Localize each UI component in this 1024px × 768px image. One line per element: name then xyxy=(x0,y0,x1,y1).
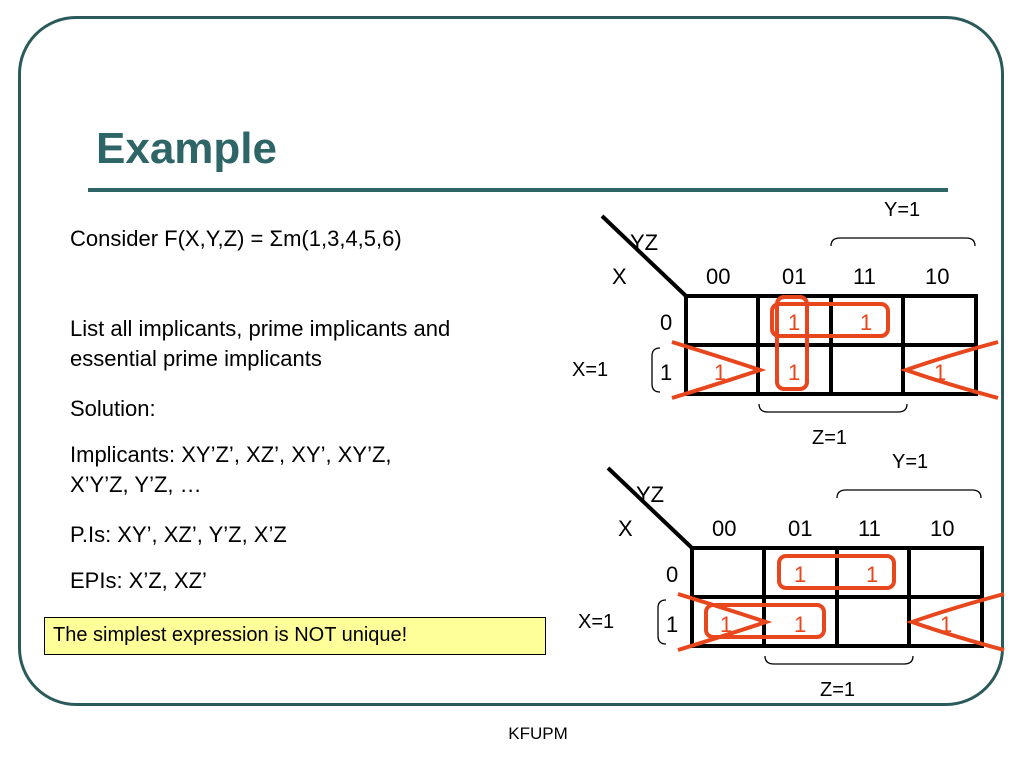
kmap-1-cell-1-01: 1 xyxy=(788,360,800,385)
solution-heading: Solution: xyxy=(70,396,156,421)
kmap-1-row-0: 0 xyxy=(660,310,672,335)
slide-frame xyxy=(18,16,1004,706)
kmap-2-z-brace xyxy=(764,655,914,665)
kmap-1-col-10: 10 xyxy=(925,264,949,289)
essential-prime-implicants-line: EPIs: X’Z, XZ’ xyxy=(70,568,207,593)
kmap-2-row-0: 0 xyxy=(666,562,678,587)
slide-title: Example xyxy=(96,124,277,173)
kmap-2-group-xyprime xyxy=(704,603,826,639)
kmap-2-col-01: 01 xyxy=(788,516,812,541)
kmap-1-col-00: 00 xyxy=(706,264,730,289)
kmap-1-x-brace xyxy=(651,347,661,393)
kmap-1-y-brace xyxy=(830,237,976,247)
kmap-2-col-00: 00 xyxy=(712,516,736,541)
kmap-1-col-01: 01 xyxy=(782,264,806,289)
kmap-1-cell-0-11: 1 xyxy=(860,310,872,335)
kmap-1-col-11: 11 xyxy=(853,264,876,289)
kmap-1-cell-0-01: 1 xyxy=(788,310,800,335)
kmap-2-x-label: X xyxy=(618,516,633,541)
kmap-2-col-11: 11 xyxy=(858,516,881,541)
title-underline xyxy=(88,188,948,192)
prime-implicants-line: P.Is: XY’, XZ’, Y’Z, X’Z xyxy=(70,522,287,547)
footer-text: KFUPM xyxy=(508,724,568,743)
kmap-2-cell-1-00: 1 xyxy=(720,612,732,637)
kmap-2-cell-1-01: 1 xyxy=(794,612,806,637)
task-line-2: essential prime implicants xyxy=(70,346,322,371)
kmap-1-z-label: Z=1 xyxy=(812,427,847,449)
kmap-1-group-xzprime-left xyxy=(671,340,767,400)
note-box: The simplest expression is NOT unique! xyxy=(44,617,546,655)
kmap-1-yz-label: YZ xyxy=(630,230,658,255)
kmap-1-x-label: X xyxy=(612,264,627,289)
kmap-1-z-brace xyxy=(758,403,908,413)
task-line-1: List all implicants, prime implicants an… xyxy=(70,316,451,341)
kmap-2-cell-0-01: 1 xyxy=(794,562,806,587)
kmap-1-y-label: Y=1 xyxy=(884,199,920,221)
kmap-1-group-xprime-z xyxy=(770,302,890,338)
kmap-1: YZ X 00 01 11 10 0 1 1 1 1 1 1 Y=1 Z=1 X… xyxy=(572,199,999,449)
kmap-2-x-brace xyxy=(657,599,667,645)
problem-statement: Consider F(X,Y,Z) = Σm(1,3,4,5,6) xyxy=(70,226,402,251)
kmap-2-row-1: 1 xyxy=(666,612,678,637)
kmap-2-col-10: 10 xyxy=(930,516,954,541)
kmap-1-group-xzprime-right xyxy=(899,340,999,400)
kmap-2-yz-label: YZ xyxy=(636,482,664,507)
implicants-line-1: Implicants: XY’Z’, XZ’, XY’, XY’Z, xyxy=(70,442,392,467)
kmap-2-y-label: Y=1 xyxy=(892,451,928,473)
kmap-2-diagonal xyxy=(606,466,694,550)
kmap-2-cell-0-11: 1 xyxy=(866,562,878,587)
kmap-1-diagonal xyxy=(600,214,688,298)
kmap-2-x1-label: X=1 xyxy=(578,611,614,633)
kmap-2: YZ X 00 01 11 10 0 1 1 1 1 1 1 Y=1 Z=1 X… xyxy=(578,451,1005,701)
kmap-2-group-xprime-z xyxy=(777,554,896,590)
kmap-2-group-xzprime-right xyxy=(905,592,1005,652)
kmap-1-cell-1-00: 1 xyxy=(714,360,726,385)
kmap-1-x1-label: X=1 xyxy=(572,359,608,381)
kmap-1-group-yprime-z xyxy=(775,295,809,391)
kmap-2-y-brace xyxy=(836,489,982,499)
kmap-2-group-xzprime-left xyxy=(677,592,773,652)
implicants-line-2: X’Y’Z, Y’Z, … xyxy=(70,472,202,497)
kmap-2-z-label: Z=1 xyxy=(820,679,855,701)
kmap-1-row-1: 1 xyxy=(660,360,672,385)
